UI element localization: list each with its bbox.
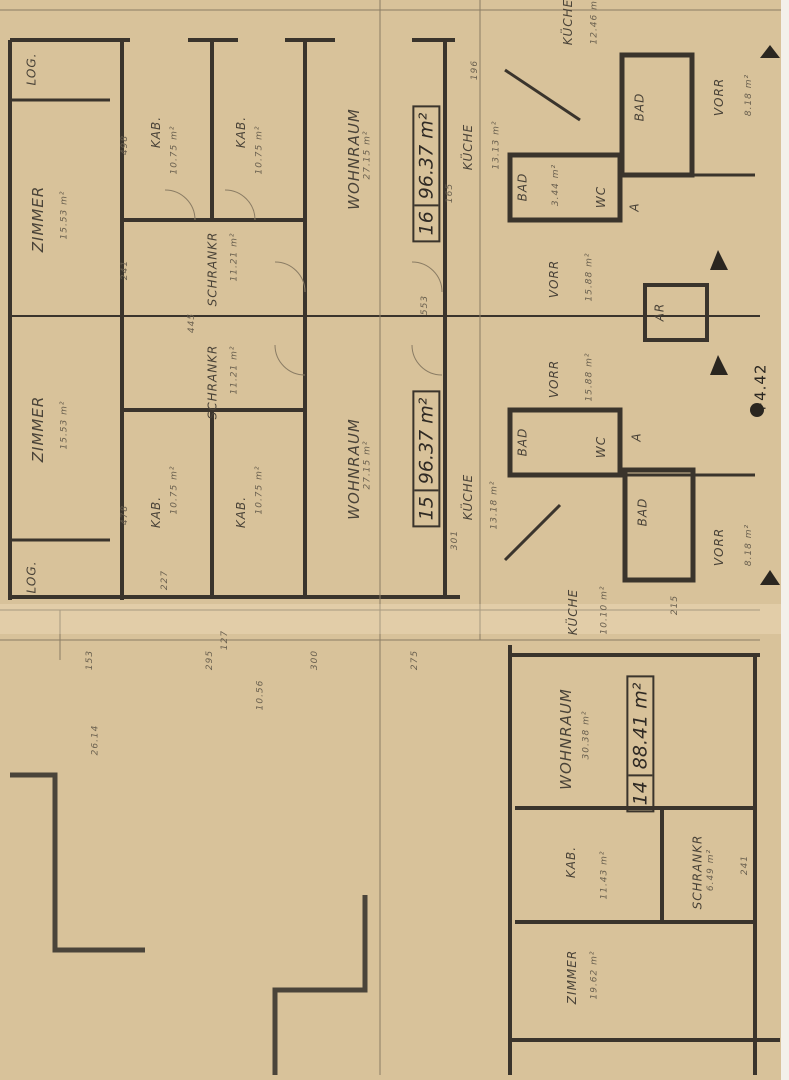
room-area: 27.15 m² (362, 440, 373, 490)
unit-14-area-box: 14 88.41 m² (626, 675, 655, 813)
dimension-label: 153 (85, 649, 96, 671)
room-area: 15.53 m² (59, 400, 70, 450)
dimension-label: 241 (120, 259, 131, 281)
unit-area: 96.37 m² (415, 112, 438, 200)
room-area: 13.18 m² (489, 480, 500, 530)
unit-area: 88.41 m² (629, 682, 652, 770)
dimension-label: 241 (740, 854, 751, 876)
room-label: KÜCHE (461, 123, 476, 171)
dimension-label: 300 (310, 649, 321, 671)
outline-marks (10, 772, 368, 1075)
dimension-label: 26.14 (90, 724, 101, 756)
room-label: BAD (635, 497, 650, 527)
paper-fold (0, 604, 789, 634)
room-area: 6.49 m² (706, 848, 717, 892)
dimension-label: 498 (120, 134, 131, 156)
room-label: AR (652, 302, 667, 322)
room-label: KAB. (564, 845, 579, 879)
room-label: SCHRANKR (205, 344, 220, 420)
room-area: 11.43 m² (599, 850, 610, 900)
unit-number: 15 (414, 489, 439, 526)
room-area: 10.10 m² (599, 585, 610, 635)
room-area: 12.46 m² (589, 0, 600, 45)
room-area: 30.38 m² (581, 710, 592, 760)
room-area: 27.15 m² (362, 130, 373, 180)
room-label: KÜCHE (566, 588, 581, 636)
room-label: VORR (712, 77, 727, 117)
room-label: LOG. (24, 560, 39, 594)
room-label: KÜCHE (461, 473, 476, 521)
room-label: ZIMMER (565, 949, 580, 1005)
room-label: KÜCHE (561, 0, 576, 46)
room-label: BAD (632, 92, 647, 122)
dimension-label: 275 (410, 649, 421, 671)
unit-number: 14 (628, 774, 653, 811)
room-label: KAB. (149, 495, 164, 529)
room-label: ZIMMER (29, 395, 48, 463)
room-area: 11.21 m² (229, 345, 240, 395)
room-area: 10.75 m² (169, 125, 180, 175)
room-label: KAB. (234, 495, 249, 529)
unit-area: 96.37 m² (415, 397, 438, 485)
dimension-label: 445 (187, 312, 198, 334)
room-area: 10.75 m² (254, 125, 265, 175)
walls (8, 38, 780, 1075)
room-label: WC (594, 185, 609, 209)
level-arrows (710, 45, 780, 585)
unit-number: 16 (414, 204, 439, 241)
room-label: VORR (547, 259, 562, 299)
dimension-label: 215 (670, 594, 681, 616)
room-area: 15.53 m² (59, 190, 70, 240)
dimension-label: 227 (160, 569, 171, 591)
room-label: KAB. (234, 115, 249, 149)
room-label: KAB. (149, 115, 164, 149)
room-label: VORR (712, 527, 727, 567)
dimension-label: 165 (445, 182, 456, 204)
room-area: 15.88 m² (584, 352, 595, 402)
room-label: BAD (515, 427, 530, 457)
room-area: 15.88 m² (584, 252, 595, 302)
room-label: WOHNRAUM (344, 108, 363, 210)
dimension-label: 127 (220, 629, 231, 651)
room-area: 19.62 m² (589, 950, 600, 1000)
room-area: 10.75 m² (169, 465, 180, 515)
unit-15-area-box: 15 96.37 m² (412, 390, 441, 528)
room-label: SCHRANKR (690, 834, 705, 910)
dimension-label: 295 (205, 649, 216, 671)
room-area: 10.75 m² (254, 465, 265, 515)
room-label: WC (594, 435, 609, 459)
unit-16-area-box: 16 96.37 m² (412, 105, 441, 243)
room-label: SCHRANKR (205, 231, 220, 307)
scan-edge (781, 0, 789, 1080)
room-label: VORR (547, 359, 562, 399)
room-label: LOG. (24, 52, 39, 86)
level-marker: +4.42 (751, 363, 770, 415)
room-area: 8.18 m² (744, 523, 755, 567)
room-area: 3.44 m² (551, 163, 562, 207)
room-label: WOHNRAUM (556, 688, 575, 790)
dimension-label: 10.56 (255, 679, 266, 711)
room-label: A (627, 202, 642, 212)
dimension-label: 553 (420, 294, 431, 316)
room-area: 13.13 m² (491, 120, 502, 170)
room-label: ZIMMER (29, 185, 48, 253)
room-label: A (629, 432, 644, 442)
dimension-label: 196 (470, 59, 481, 81)
room-area: 8.18 m² (744, 73, 755, 117)
room-label: WOHNRAUM (344, 418, 363, 520)
room-label: BAD (515, 172, 530, 202)
dimension-label: 301 (450, 529, 461, 551)
room-area: 11.21 m² (229, 232, 240, 282)
dimension-label: 478 (120, 504, 131, 526)
